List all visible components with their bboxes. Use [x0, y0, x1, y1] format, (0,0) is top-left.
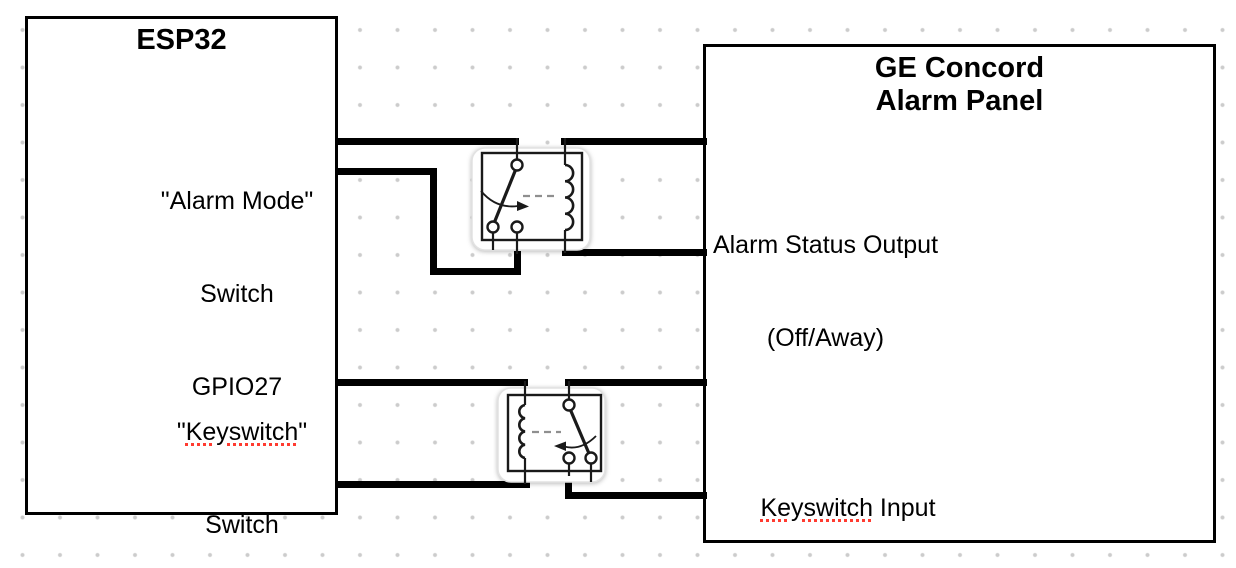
arrow-curve [563, 435, 597, 449]
relay-coil [564, 163, 575, 232]
esp32-box[interactable] [25, 16, 338, 515]
contact-bottom-left [486, 220, 500, 234]
keyswitch-input-line1: Keyswitch Input [688, 493, 1008, 524]
keyswitch-input-rest: Input [872, 494, 936, 522]
alarm-mode-switch-label[interactable]: "Alarm Mode" Switch GPIO27 [127, 124, 347, 465]
close-quote: " [298, 418, 308, 446]
relay-keyswitch[interactable] [493, 378, 618, 513]
open-quote: " [176, 418, 186, 446]
panel-title-line2: Alarm Panel [875, 85, 1044, 117]
wire-alarm-esp32-lower-v [430, 168, 437, 275]
wire-key-relay-to-panel-bottom [565, 492, 707, 499]
wire-key-relay-stub [565, 473, 572, 499]
relay-body [480, 151, 584, 242]
panel-title-line1: GE Concord [874, 52, 1045, 84]
switch-blade [493, 169, 517, 223]
misspelled-word-keyswitch-2: Keyswitch [760, 494, 873, 522]
keyswitch-line1: "Keyswitch" [127, 417, 357, 448]
wire-key-esp32-to-coil-bottom [335, 481, 530, 488]
alarm-mode-line2: Switch [200, 280, 274, 308]
wire-alarm-relay-to-panel-bottom [562, 249, 707, 256]
alarm-panel-title: GE Concord Alarm Panel [703, 52, 1216, 118]
switch-blade [569, 409, 591, 455]
wire-alarm-esp32-lower-h2 [430, 268, 521, 275]
wire-key-relay-to-panel-top [565, 379, 707, 386]
alarm-mode-line3: GPIO27 [191, 373, 283, 401]
wire-alarm-relay-to-panel-top [561, 138, 707, 145]
relay-sticker [497, 387, 606, 483]
keyswitch-line2: Switch [205, 511, 279, 539]
esp32-title: ESP32 [136, 24, 227, 56]
alarm-status-line1: Alarm Status Output [712, 231, 939, 259]
alarm-status-output-label[interactable]: Alarm Status Output (Off/Away) [703, 168, 948, 416]
misspelled-word-keyswitch: Keyswitch [185, 418, 299, 446]
contact-bottom-right [584, 451, 598, 465]
contact-top [510, 158, 524, 172]
arrow-head [554, 441, 566, 451]
relay-alarm-status[interactable] [465, 132, 605, 282]
wire-alarm-relay-stub [514, 251, 521, 275]
relay-coil [518, 403, 526, 460]
arrow-head [517, 201, 529, 211]
alarm-mode-line1: "Alarm Mode" [160, 187, 314, 215]
wire-alarm-esp32-lower-h1 [335, 168, 437, 175]
contact-top [562, 398, 576, 412]
wire-alarm-esp32-to-relay-top [335, 138, 519, 145]
spdt-relay-coil-left-icon [497, 381, 606, 484]
keyswitch-switch-label[interactable]: "Keyswitch" Switch GPIO33 (Momentary) [127, 355, 357, 568]
wire-key-esp32-to-coil-top [335, 379, 528, 386]
relay-body [506, 393, 603, 473]
arrow-curve [480, 190, 519, 208]
spdt-relay-coil-right-icon [471, 138, 591, 254]
alarm-status-line2: (Off/Away) [766, 324, 885, 352]
relay-sticker [471, 147, 591, 251]
contact-bottom-mid [562, 451, 576, 465]
contact-bottom-mid [510, 220, 524, 234]
keyswitch-input-label[interactable]: Keyswitch Input (Enables/Disables Alarm) [688, 431, 1008, 568]
alarm-panel-box[interactable] [703, 44, 1216, 543]
